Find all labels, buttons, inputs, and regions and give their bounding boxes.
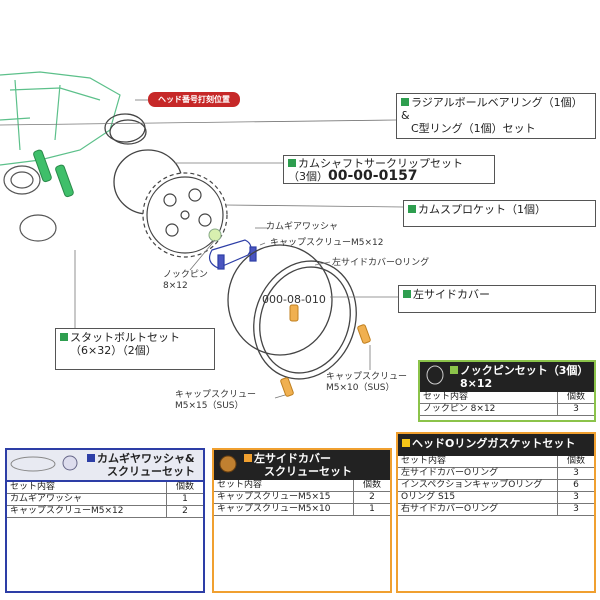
screw-icon [219,455,237,473]
knock-pin-icon [426,365,444,385]
label-side-cover-oring: 左サイドカバーOリング [332,258,430,268]
table-title: ノックピンセット（3個） [460,364,589,377]
callout-stud-bolt-set: スタットボルトセット （6×32）（2個） [55,328,215,370]
table-title: ヘッドOリングガスケットセット [412,437,576,450]
stud-bolts [33,149,74,198]
cell: 1 [166,493,203,506]
cam-gear-washer [208,239,257,270]
col-header: 個数 [557,456,594,468]
green-square-icon [288,159,296,167]
callout-text: （6×32）（2個） [70,344,157,357]
engine-head-sketch [0,71,121,242]
cap-screws [280,304,371,397]
col-header: セット内容 [420,392,558,404]
col-header: セット内容 [7,481,167,494]
cell: 3 [557,503,594,516]
yellow-square-icon [402,439,410,447]
callout-text: C型リング（1個）セット [411,122,536,135]
cell: 2 [166,505,203,518]
side-cover [227,244,357,380]
callout-bearing-set: ラジアルボールベアリング（1個）& C型リング（1個）セット [396,93,596,139]
cell: インスペクションキャップOリング [398,479,558,492]
blue-square-icon [87,454,95,462]
green-square-icon [60,333,68,341]
label-cam-gear-washer: カムギアワッシャ [266,222,339,232]
table-header: ヘッドOリングガスケットセット [398,434,594,456]
col-header: 個数 [166,481,203,494]
table-title: スクリューセット [107,465,195,478]
cell: 6 [557,479,594,492]
cell: 左サイドカバーOリング [398,467,558,480]
label-text: ノックピン [163,270,208,280]
table-header: ノックピンセット（3個）8×12 [420,362,594,392]
col-header: 個数 [557,392,594,404]
label-cap-screw-m5x12: キャップスクリューM5×12 [270,238,384,248]
washer-screw-icon [10,455,78,472]
table-header: 左サイドカバースクリューセット [214,450,390,480]
cam-sprocket [142,172,228,258]
cell: Oリング S15 [398,491,558,504]
callout-text: ラジアルボールベアリング（1個）& [401,96,583,122]
callout-side-cover: 左サイドカバー [398,285,596,313]
callout-text: 左サイドカバー [413,288,490,301]
table-title: スクリューセット [264,465,352,478]
green-square-icon [403,290,411,298]
cell: 3 [557,491,594,504]
cell: キャップスクリューM5×10 [214,503,354,516]
label-text: キャップスクリュー [175,390,257,400]
green-square-icon [401,98,409,106]
table-title: カムギヤワッシャ& [97,452,195,465]
cell: 3 [557,403,594,416]
callout-qty: （3個） [288,170,328,183]
col-header: セット内容 [398,456,558,468]
callout-cam-sprocket: カムスプロケット（1個） [403,200,596,227]
cell: 1 [353,503,390,516]
cell: キャップスクリューM5×15 [214,491,354,504]
part-number: 00-00-0157 [328,168,418,184]
table-title: 8×12 [460,377,493,390]
callout-text: カムシャフトサークリップセット [298,157,463,170]
table-header: カムギヤワッシャ&スクリューセット [7,450,203,480]
cell: 2 [353,491,390,504]
cell: 3 [557,467,594,480]
table-title: 左サイドカバー [254,452,331,465]
callout-text: カムスプロケット（1個） [418,203,546,216]
head-number-location-label: ヘッド番号打刻位置 [148,92,240,107]
orange-square-icon [244,454,252,462]
label-text: キャップスクリュー [326,372,408,382]
callout-text: スタットボルトセット [70,331,180,344]
leader-lines [0,99,404,399]
label-text: M5×15（SUS） [175,401,244,411]
label-text: M5×10（SUS） [326,383,395,393]
cell: キャップスクリューM5×12 [7,505,167,518]
label-cover-part-number: 000-08-010 [262,293,326,306]
callout-circlip-set: カムシャフトサークリップセット （3個）00-00-0157 [283,155,495,184]
col-header: 個数 [353,480,390,492]
col-header: セット内容 [214,480,354,492]
label-text: 8×12 [163,281,188,291]
cell: ノックピン 8×12 [420,403,558,416]
green-square-icon [408,205,416,213]
green-square-icon [450,366,458,374]
cell: カムギアワッシャ [7,493,167,506]
cell: 右サイドカバーOリング [398,503,558,516]
